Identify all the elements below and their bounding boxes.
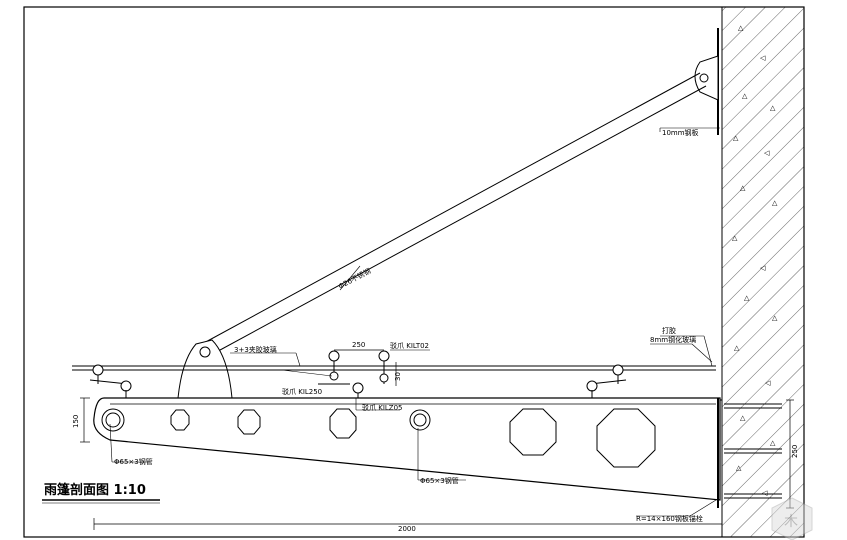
leader-lines — [109, 127, 720, 517]
label-part-kil250: 驳爪 KIL250 — [282, 388, 322, 396]
octagon-hole — [509, 408, 557, 456]
drawing-title: 雨篷剖面图 1:10 — [44, 482, 146, 498]
watermark-logo: 木 — [771, 497, 813, 540]
dimensions — [80, 349, 794, 530]
spider-fitting — [89, 364, 132, 398]
label-pipe-mid: Φ65×3钢管 — [420, 476, 459, 485]
pipe-left-inner — [105, 412, 121, 428]
svg-text:△: △ — [734, 344, 740, 352]
octagon-hole — [596, 408, 656, 468]
svg-text:△: △ — [742, 92, 748, 100]
label-part-kilz05: 驳爪 KILZ05 — [362, 404, 402, 412]
label-glass-top: 3+3夹胶玻璃 — [234, 345, 277, 354]
label-dim-150: 150 — [72, 415, 80, 428]
spider-fitting — [378, 350, 390, 384]
svg-text:◁: ◁ — [760, 54, 766, 62]
spider-fitting — [586, 364, 627, 398]
svg-text:△: △ — [772, 199, 778, 207]
label-dim-2000: 2000 — [398, 525, 416, 533]
wall-aggregate-marks: △ ◁ △ △ △ ◁ △ △ △ ◁ △ △ △ ◁ △ △ △ ◁ — [732, 24, 778, 497]
label-tie-rod: Φ26不锈钢 — [337, 266, 373, 291]
svg-text:△: △ — [770, 104, 776, 112]
spider-fittings — [89, 350, 627, 398]
svg-text:△: △ — [744, 294, 750, 302]
beam-lug — [177, 339, 233, 399]
label-seal: 打胶 — [662, 326, 676, 335]
octagon-hole — [237, 409, 261, 435]
svg-text:◁: ◁ — [760, 264, 766, 272]
label-glass-8mm: 8mm钢化玻璃 — [650, 335, 696, 344]
svg-text:△: △ — [732, 234, 738, 242]
label-part-kilt02: 驳爪 KILT02 — [390, 342, 429, 350]
svg-text:△: △ — [772, 314, 778, 322]
svg-text:◁: ◁ — [765, 379, 771, 387]
svg-text:◁: ◁ — [762, 489, 768, 497]
svg-text:△: △ — [740, 184, 746, 192]
octagon-hole — [329, 408, 357, 439]
spider-fitting — [318, 350, 364, 398]
label-pipe-left: Φ65×3钢管 — [114, 457, 153, 466]
tie-rod — [201, 72, 707, 357]
wall-lug — [694, 55, 719, 101]
svg-text:△: △ — [770, 439, 776, 447]
octagon-hole — [170, 409, 190, 431]
svg-text:◁: ◁ — [764, 149, 770, 157]
glass-pane — [72, 365, 716, 371]
svg-text:△: △ — [736, 464, 742, 472]
beam-holes — [101, 408, 656, 468]
svg-text:木: 木 — [784, 514, 798, 530]
label-dim-250-right: 250 — [791, 445, 799, 458]
label-dim-250: 250 — [352, 341, 365, 349]
label-wall-plate: 10mm钢板 — [662, 128, 699, 137]
wall-anchor-bolts — [717, 398, 782, 508]
label-anchor-plate: R=14×160钢板锚栓 — [636, 514, 703, 523]
svg-text:△: △ — [740, 414, 746, 422]
svg-text:△: △ — [738, 24, 744, 32]
pipe-mid-inner — [413, 413, 427, 427]
svg-text:△: △ — [733, 134, 739, 142]
label-dim-30: 30 — [394, 372, 402, 381]
